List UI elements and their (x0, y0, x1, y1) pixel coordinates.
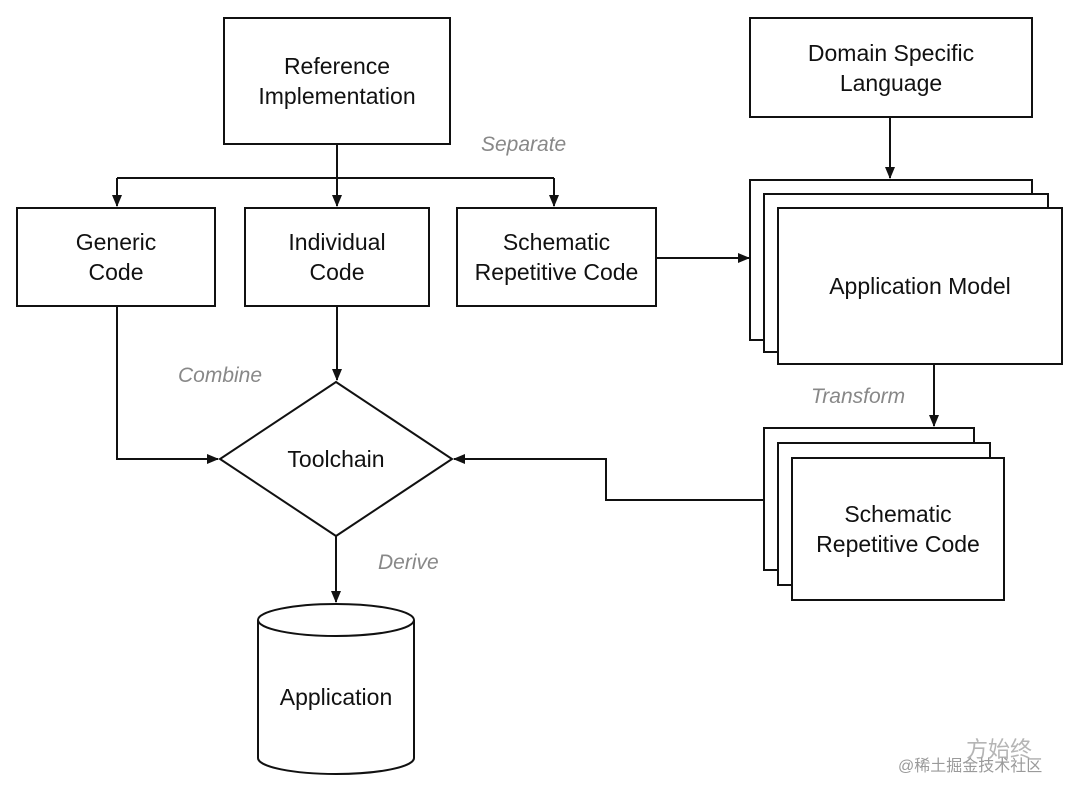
generated-schematic-code-label: Schematic Repetitive Code (816, 501, 980, 557)
reference-implementation-label: Reference Implementation (258, 53, 416, 109)
reference-implementation-box: Reference Implementation (223, 17, 451, 145)
application-cylinder (257, 603, 415, 775)
combine-label: Combine (178, 364, 263, 387)
separate-label: Separate (481, 133, 567, 156)
application-label: Application (279, 684, 393, 710)
watermark-account: 方始终 (966, 737, 1033, 762)
transform-label: Transform (811, 385, 906, 408)
application-model-label: Application Model (829, 273, 1011, 299)
edge-generated-to-toolchain (453, 454, 764, 501)
domain-specific-language-box: Domain Specific Language (749, 17, 1033, 118)
generic-code-box: Generic Code (16, 207, 216, 307)
derive-label: Derive (378, 551, 439, 574)
toolchain-label: Toolchain (287, 446, 385, 472)
individual-code-box: Individual Code (244, 207, 430, 307)
application-model-stack-front (777, 207, 1063, 365)
edge-generic-to-toolchain (116, 307, 219, 464)
watermark-site: @稀土掘金技术社区 (898, 758, 1043, 775)
domain-specific-language-label: Domain Specific Language (807, 39, 975, 96)
generic-code-label: Generic Code (75, 229, 157, 285)
schematic-repetitive-code-box: Schematic Repetitive Code (456, 207, 657, 307)
individual-code-label: Individual Code (288, 229, 386, 285)
generated-code-stack-front (791, 457, 1005, 601)
schematic-repetitive-code-label: Schematic Repetitive Code (474, 229, 639, 285)
